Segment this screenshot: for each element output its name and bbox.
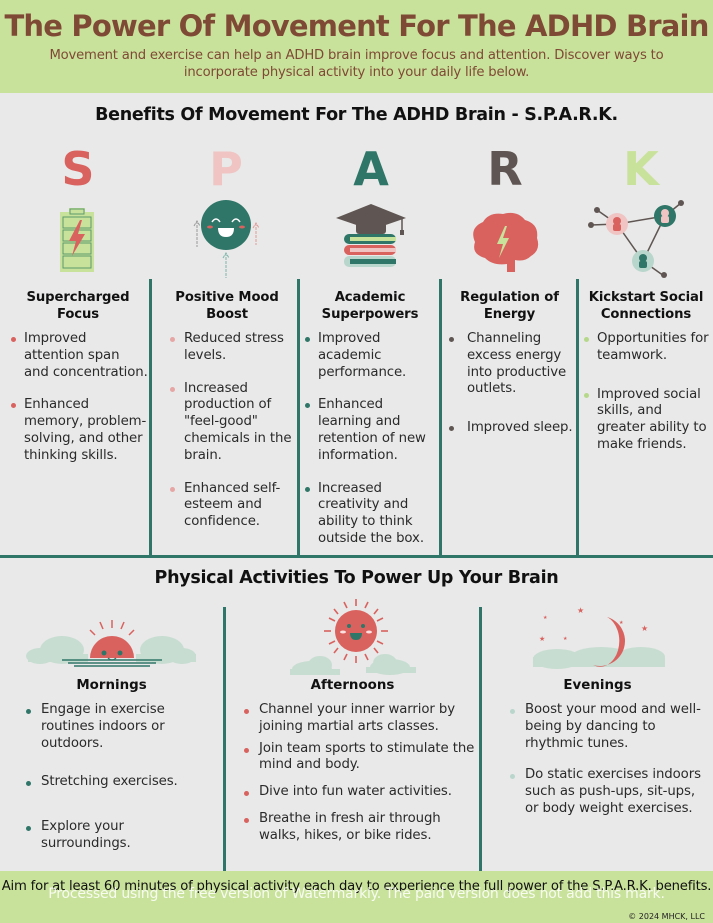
activity-item: Do static exercises indoors such as push…	[510, 767, 710, 817]
benefit-item: Increased production of "feel-good" chem…	[158, 381, 296, 465]
bullet-icon	[584, 337, 589, 342]
activity-item: Explore your surroundings.	[26, 819, 216, 853]
benefit-item: Enhanced memory, problem-solving, and ot…	[8, 397, 148, 464]
bullet-icon	[305, 337, 310, 342]
benefit-heading: Regulation of Energy	[460, 290, 559, 322]
benefit-heading: Supercharged Focus	[26, 290, 130, 322]
column-divider	[479, 607, 482, 872]
column-divider	[439, 279, 442, 555]
bullet-icon	[26, 709, 31, 714]
svg-text:★: ★	[543, 615, 548, 621]
bullet-icon	[170, 386, 175, 392]
activity-heading: Afternoons	[310, 678, 395, 693]
bullet-icon	[584, 392, 589, 398]
benefit-item: Enhanced learning and retention of new i…	[302, 397, 438, 464]
bullet-icon	[244, 791, 249, 797]
benefit-item: Enhanced self-esteem and confidence.	[158, 481, 296, 531]
graduation-books-icon	[336, 204, 406, 267]
column-divider	[223, 607, 226, 872]
benefit-column-s: Supercharged Focus Improved attention sp…	[8, 279, 148, 555]
benefit-column-r: Regulation of Energy Channeling excess e…	[444, 279, 575, 555]
brain-lightning-icon	[473, 212, 539, 272]
page-subtitle: Movement and exercise can help an ADHD b…	[49, 48, 664, 80]
benefit-item: Improved attention span and concentratio…	[8, 331, 148, 381]
benefit-item: Increased creativity and ability to thin…	[302, 481, 438, 548]
spark-letter-p: P	[209, 142, 243, 196]
benefit-column-a: Academic Superpowers Improved academic p…	[302, 279, 438, 555]
activity-item: Engage in exercise routines indoors or o…	[26, 702, 216, 752]
activity-item: Channel your inner warrior by joining ma…	[244, 702, 476, 736]
activity-column-evenings: ★ ★ ★ ★ ★ ★ Evenings Boost your mood and…	[482, 600, 713, 872]
bullet-icon	[449, 426, 454, 432]
footer-text: Aim for at least 60 minutes of physical …	[1, 879, 712, 894]
activities-section-title: Physical Activities To Power Up Your Bra…	[154, 568, 559, 588]
benefits-columns: Supercharged Focus Improved attention sp…	[0, 279, 713, 558]
bullet-icon	[170, 486, 175, 492]
bullet-icon	[11, 337, 16, 342]
battery-charging-icon	[60, 208, 94, 272]
bullet-icon	[244, 747, 249, 753]
benefit-column-k: Kickstart Social Connections Opportuniti…	[581, 279, 711, 555]
smiley-face-icon	[193, 200, 260, 278]
benefit-item: Improved social skills, and greater abil…	[581, 387, 711, 454]
sunrise-icon	[26, 620, 196, 667]
benefit-column-p: Positive Mood Boost Reduced stress level…	[158, 279, 296, 555]
activity-item: Boost your mood and well-being by dancin…	[510, 702, 710, 752]
activity-column-mornings: Mornings Engage in exercise routines ind…	[0, 600, 223, 872]
bullet-icon	[26, 781, 31, 787]
spark-letter-s: S	[61, 142, 95, 196]
bullet-icon	[510, 709, 515, 714]
activity-item: Stretching exercises.	[26, 774, 216, 791]
benefit-item: Improved academic performance.	[302, 331, 438, 381]
benefits-section-title: Benefits Of Movement For The ADHD Brain …	[95, 105, 618, 125]
svg-text:★: ★	[641, 624, 648, 633]
benefit-heading: Kickstart Social Connections	[588, 290, 704, 322]
footer-banner: Aim for at least 60 minutes of physical …	[0, 871, 713, 923]
svg-text:★: ★	[539, 635, 545, 643]
activities-columns: Mornings Engage in exercise routines ind…	[0, 599, 713, 872]
social-network-icon	[588, 200, 684, 278]
benefit-heading: Positive Mood Boost	[175, 290, 279, 322]
column-divider	[576, 279, 579, 555]
activity-item: Breathe in fresh air through walks, hike…	[244, 811, 476, 845]
page-title: The Power Of Movement For The ADHD Brain	[4, 9, 709, 43]
activity-column-afternoons: Afternoons Channel your inner warrior by…	[226, 599, 479, 872]
moon-icon: ★ ★ ★ ★ ★ ★	[533, 606, 665, 669]
bullet-icon	[244, 709, 249, 714]
benefit-heading: Academic Superpowers	[321, 290, 419, 322]
activity-item: Dive into fun water activities.	[244, 784, 476, 801]
bullet-icon	[244, 817, 249, 823]
bullet-icon	[170, 337, 175, 342]
benefit-item: Improved sleep.	[444, 420, 575, 437]
bullet-icon	[305, 403, 310, 409]
benefit-item: Reduced stress levels.	[158, 331, 296, 365]
benefit-item: Opportunities for teamwork.	[581, 331, 711, 365]
column-divider	[149, 279, 152, 555]
bullet-icon	[305, 486, 310, 492]
benefit-item: Channeling excess energy into productive…	[444, 331, 575, 398]
sun-icon	[290, 599, 416, 675]
bullet-icon	[510, 774, 515, 780]
header-banner: The Power Of Movement For The ADHD Brain…	[0, 0, 713, 93]
spark-letter-k: K	[623, 142, 659, 196]
copyright: © 2024 MHCK, LLC	[628, 912, 705, 921]
bullet-icon	[449, 337, 454, 342]
bullet-icon	[11, 403, 16, 409]
spark-letter-r: R	[487, 142, 523, 196]
activity-heading: Evenings	[563, 678, 632, 693]
column-divider	[297, 279, 300, 555]
activity-heading: Mornings	[76, 678, 147, 693]
svg-text:★: ★	[619, 620, 624, 626]
spark-letter-a: A	[353, 142, 389, 196]
svg-text:★: ★	[577, 606, 584, 615]
svg-text:★: ★	[563, 636, 568, 642]
bullet-icon	[26, 826, 31, 832]
activity-item: Join team sports to stimulate the mind a…	[244, 741, 476, 775]
